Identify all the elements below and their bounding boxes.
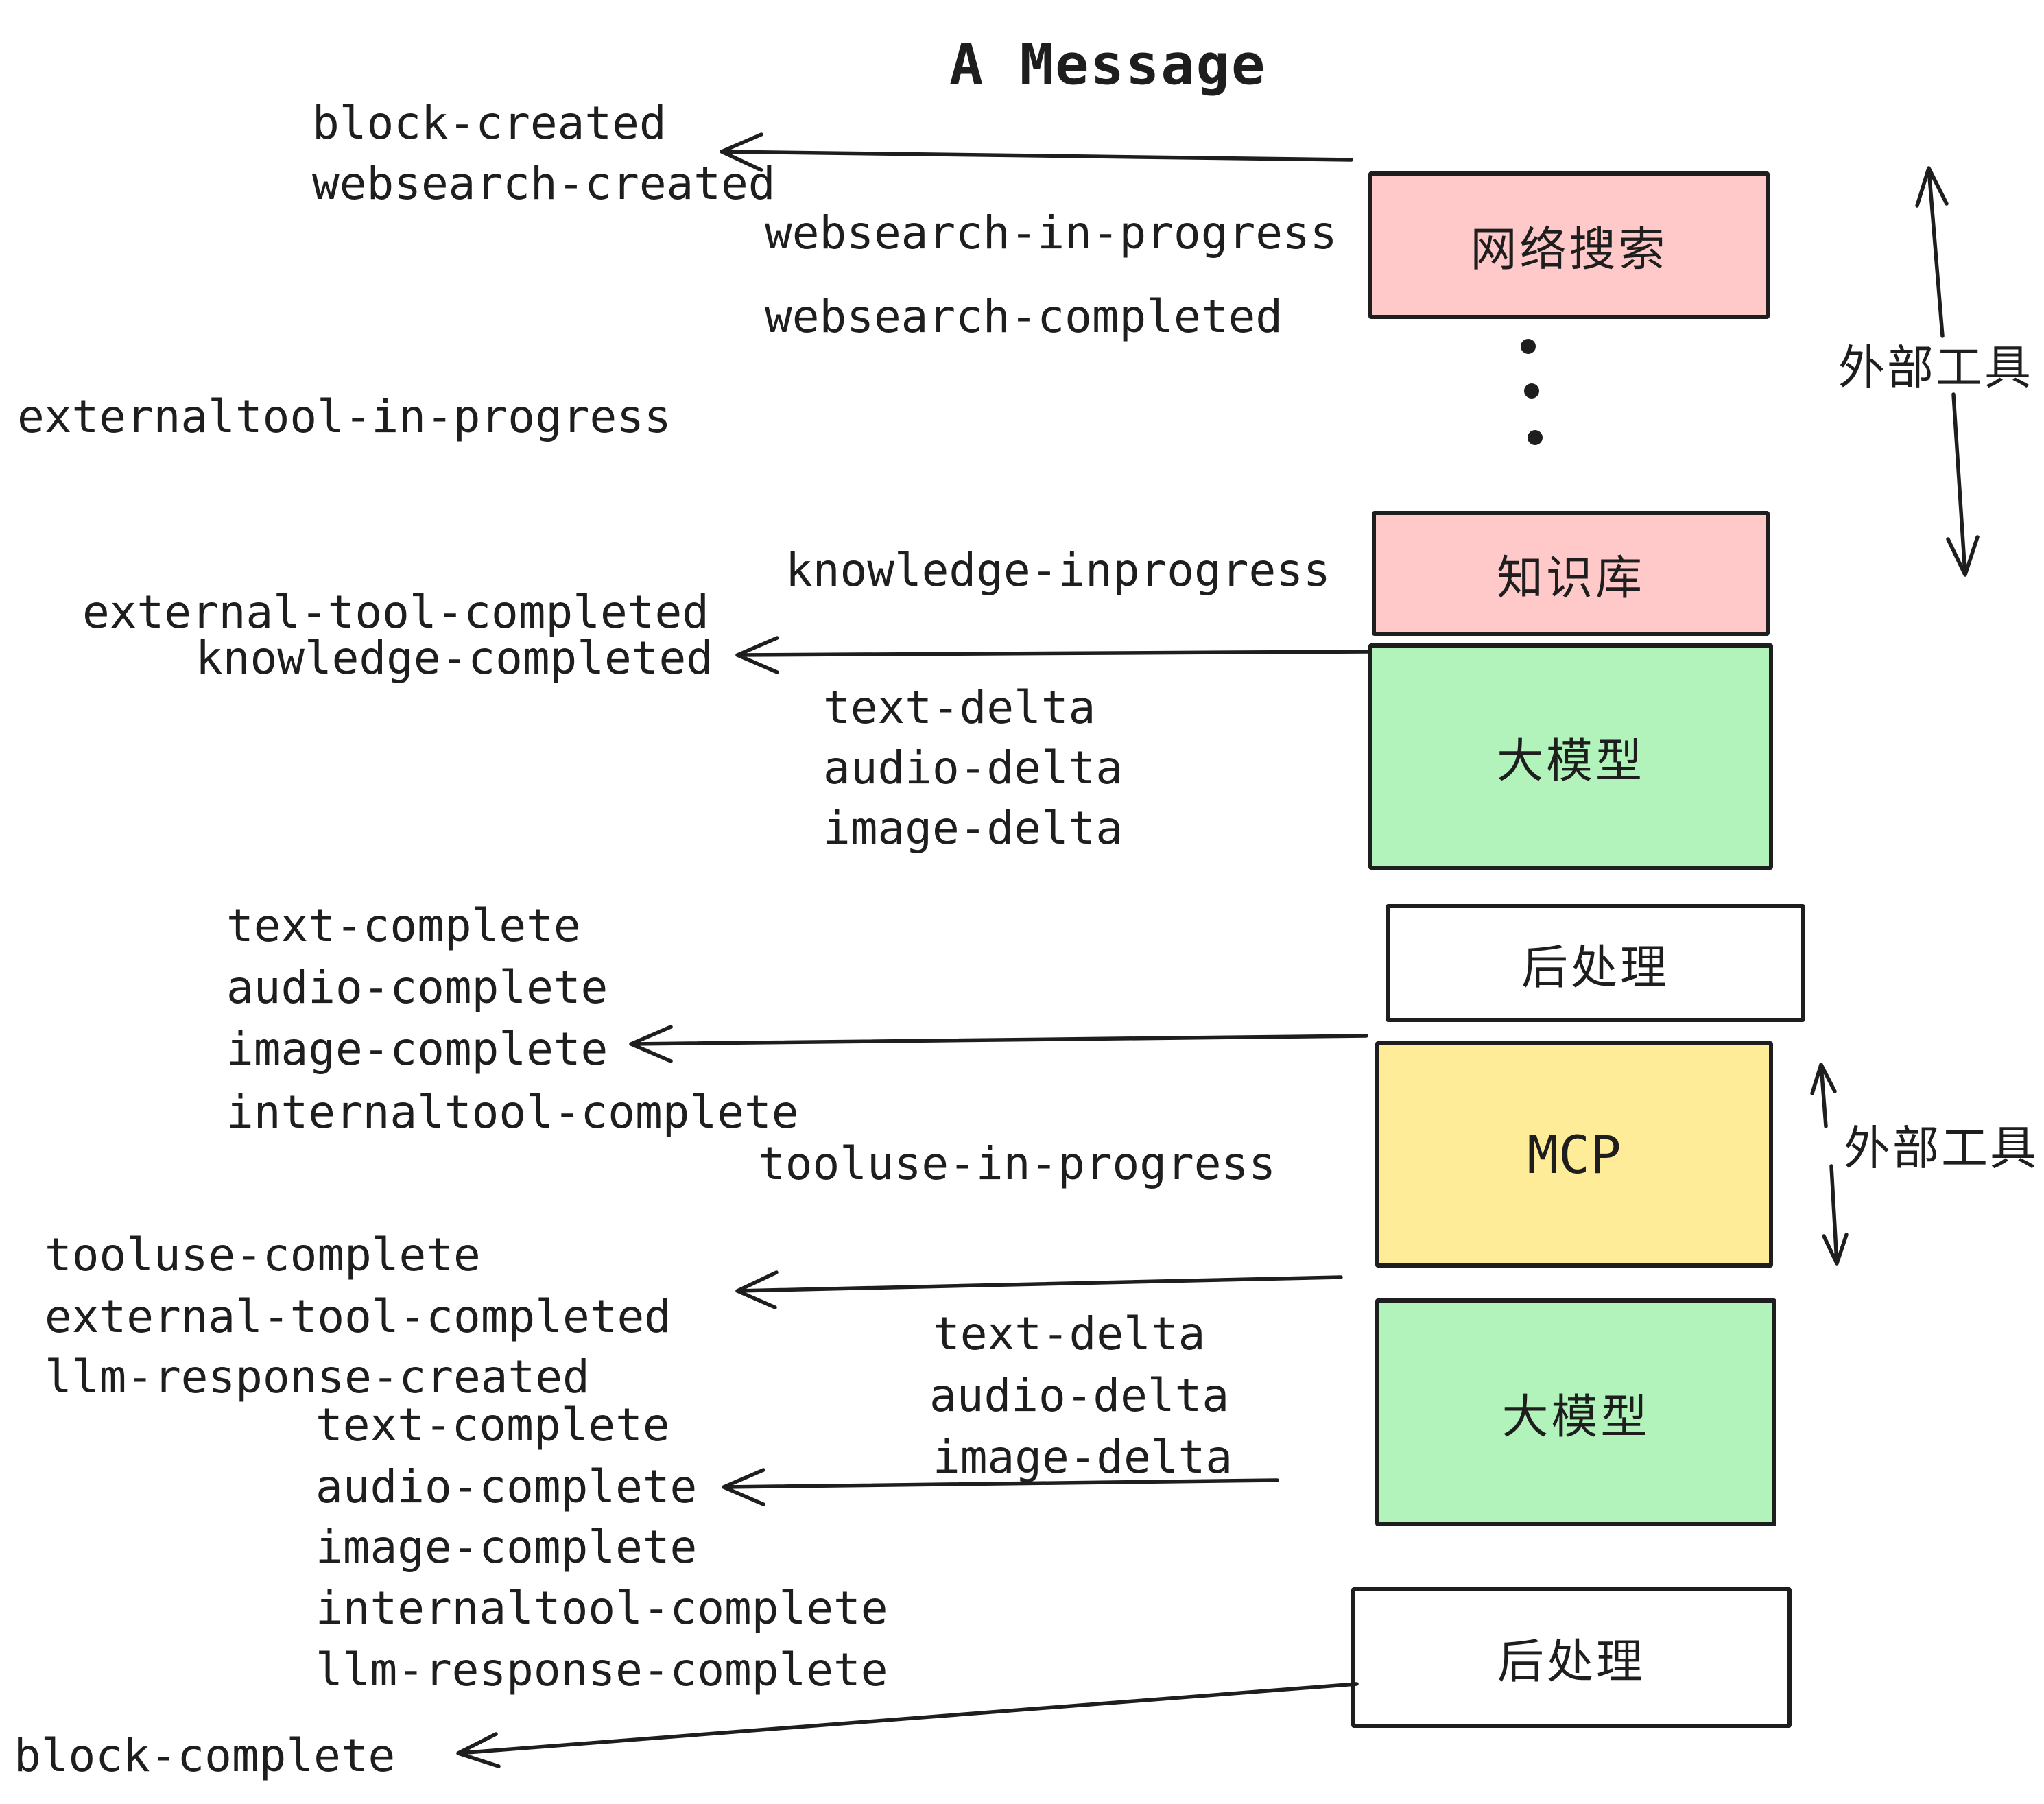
event-label-internaltool-complete-2: internaltool-complete bbox=[316, 1582, 888, 1635]
node-mcp-label: MCP bbox=[1527, 1124, 1621, 1185]
event-label-image-delta-2: image-delta bbox=[933, 1431, 1233, 1484]
ellipsis-dot-2 bbox=[1524, 383, 1539, 399]
node-websearch: 网络搜索 bbox=[1368, 171, 1770, 319]
event-label-tooluse-in-progress: tooluse-in-progress bbox=[758, 1137, 1276, 1190]
node-llm-2-label: 大模型 bbox=[1501, 1390, 1650, 1445]
external-tools-label-top: 外部工具 bbox=[1838, 341, 2034, 396]
arrow-to-block-created bbox=[720, 132, 1353, 172]
event-label-external-tool-completed-2: external-tool-completed bbox=[45, 1290, 672, 1343]
event-label-audio-complete-2: audio-complete bbox=[316, 1460, 698, 1513]
node-llm-1: 大模型 bbox=[1368, 643, 1773, 870]
event-label-tooluse-complete: tooluse-complete bbox=[45, 1229, 481, 1281]
event-label-text-complete-2: text-complete bbox=[316, 1399, 670, 1451]
event-label-image-delta-1: image-delta bbox=[823, 802, 1124, 855]
arrow-to-block-complete bbox=[456, 1682, 1359, 1768]
event-label-llm-response-complete: llm-response-complete bbox=[316, 1643, 888, 1696]
ellipsis-dot-1 bbox=[1521, 339, 1536, 354]
event-label-block-created: block-created bbox=[312, 97, 667, 150]
page-title: A Message bbox=[949, 32, 1267, 98]
external-tools-label-bottom: 外部工具 bbox=[1844, 1121, 2039, 1176]
node-llm-2: 大模型 bbox=[1375, 1298, 1776, 1526]
arrow-to-tooluse-complete bbox=[735, 1270, 1343, 1309]
event-label-image-complete-1: image-complete bbox=[226, 1023, 608, 1076]
ellipsis-dot-3 bbox=[1528, 430, 1543, 445]
external-tools-up-arrow-bottom bbox=[1810, 1063, 1837, 1128]
external-tools-up-arrow-top bbox=[1915, 166, 1949, 338]
event-label-llm-response-created: llm-response-created bbox=[45, 1351, 590, 1403]
arrow-to-knowledge-completed bbox=[735, 636, 1370, 674]
event-label-knowledge-completed: knowledge-completed bbox=[195, 632, 713, 685]
arrow-to-image-complete bbox=[629, 1025, 1368, 1063]
external-tools-down-arrow-bottom bbox=[1822, 1164, 1849, 1266]
event-label-image-complete-2: image-complete bbox=[316, 1521, 698, 1574]
event-label-websearch-completed: websearch-completed bbox=[765, 290, 1283, 343]
event-label-knowledge-inprogress: knowledge-inprogress bbox=[785, 544, 1331, 597]
node-postprocess-2-label: 后处理 bbox=[1497, 1635, 1645, 1689]
event-label-audio-complete-1: audio-complete bbox=[226, 961, 608, 1014]
event-label-websearch-created: websearch-created bbox=[312, 157, 776, 210]
event-label-block-complete: block-complete bbox=[14, 1729, 396, 1782]
event-label-internaltool-complete-1: internaltool-complete bbox=[226, 1086, 799, 1139]
node-postprocess-2: 后处理 bbox=[1351, 1587, 1792, 1728]
event-label-text-delta-2: text-delta bbox=[933, 1307, 1206, 1360]
node-knowledge-base: 知识库 bbox=[1372, 511, 1770, 636]
external-tools-down-arrow-top bbox=[1946, 392, 1980, 577]
event-label-externaltool-in-progress: externaltool-in-progress bbox=[17, 390, 672, 443]
node-llm-1-label: 大模型 bbox=[1496, 734, 1645, 789]
event-label-text-delta-1: text-delta bbox=[823, 681, 1096, 734]
event-label-audio-delta-1: audio-delta bbox=[823, 741, 1124, 794]
event-label-websearch-in-progress: websearch-in-progress bbox=[765, 206, 1338, 259]
event-label-audio-delta-2: audio-delta bbox=[929, 1369, 1230, 1422]
event-label-text-complete-1: text-complete bbox=[226, 899, 581, 952]
node-postprocess-1-label: 后处理 bbox=[1521, 940, 1669, 995]
node-mcp: MCP bbox=[1375, 1041, 1773, 1268]
node-postprocess-1: 后处理 bbox=[1386, 904, 1805, 1022]
node-knowledge-base-label: 知识库 bbox=[1496, 551, 1645, 606]
event-label-external-tool-completed-1: external-tool-completed bbox=[82, 586, 709, 639]
node-websearch-label: 网络搜索 bbox=[1470, 223, 1668, 277]
